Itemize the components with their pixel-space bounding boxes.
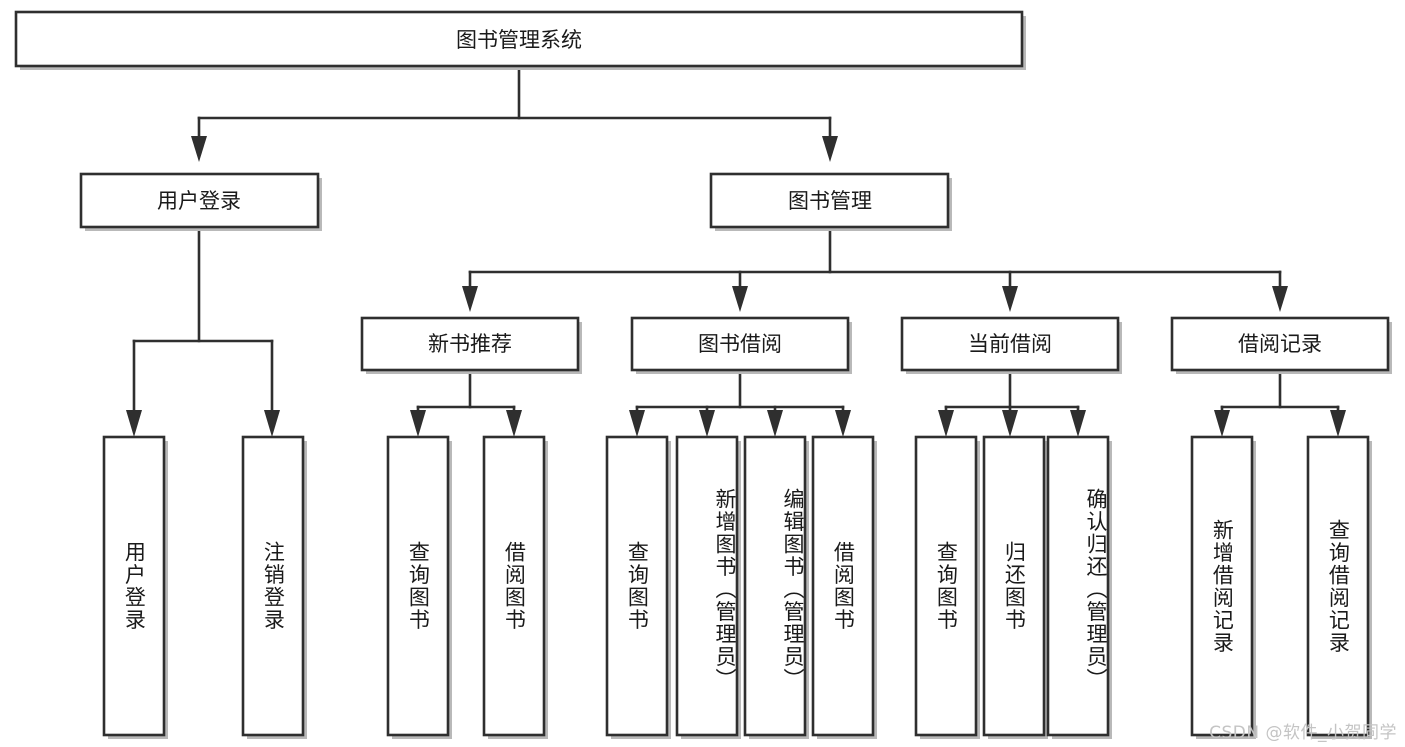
arrow-leaf-add-record bbox=[1214, 410, 1230, 437]
leaf-user-logout-box[interactable] bbox=[241, 435, 305, 737]
book-manage-box[interactable] bbox=[709, 172, 950, 229]
borrow-record-box[interactable] bbox=[1170, 316, 1390, 372]
arrow-leaf-edit-book bbox=[767, 410, 783, 437]
leaf-borrow-book-2-box[interactable] bbox=[811, 435, 875, 737]
node-user-login[interactable]: 用户登录 bbox=[79, 172, 322, 231]
book-borrow-box[interactable] bbox=[630, 316, 850, 372]
edges-userlogin-to-leaves bbox=[126, 229, 280, 437]
arrow-leaf-query-book-3 bbox=[938, 410, 954, 437]
arrow-leaf-user-login bbox=[126, 410, 142, 437]
arrow-leaf-query-book-2 bbox=[629, 410, 645, 437]
edges-bookmanage-to-level3 bbox=[462, 229, 1288, 312]
arrow-leaf-user-logout bbox=[264, 410, 280, 437]
root-label: 图书管理系统 bbox=[456, 28, 582, 52]
leaf-borrow-book-1-box[interactable] bbox=[482, 435, 546, 737]
arrow-leaf-borrow-book-2 bbox=[835, 410, 851, 437]
node-book-borrow[interactable]: 图书借阅 bbox=[630, 316, 852, 374]
user-login-box[interactable] bbox=[79, 172, 320, 229]
leaf-user-login-box[interactable] bbox=[102, 435, 166, 737]
current-borrow-label: 当前借阅 bbox=[968, 332, 1052, 356]
node-root[interactable]: 图书管理系统 bbox=[14, 10, 1026, 70]
arrow-leaf-return-book bbox=[1002, 410, 1018, 437]
arrow-book-borrow bbox=[732, 286, 748, 312]
new-book-recommend-label: 新书推荐 bbox=[428, 332, 512, 356]
arrow-leaf-add-book bbox=[699, 410, 715, 437]
edges-root-to-level2 bbox=[191, 64, 838, 162]
root-box[interactable] bbox=[14, 10, 1024, 68]
edges-bookborrow-to-leaves bbox=[629, 370, 851, 437]
csdn-watermark: CSDN @软件_小贺同学 bbox=[1209, 723, 1397, 743]
book-manage-label: 图书管理 bbox=[788, 189, 872, 213]
arrow-leaf-query-record bbox=[1330, 410, 1346, 437]
leaf-query-book-3-box[interactable] bbox=[914, 435, 978, 737]
node-current-borrow[interactable]: 当前借阅 bbox=[900, 316, 1122, 374]
node-new-book-recommend[interactable]: 新书推荐 bbox=[360, 316, 582, 374]
new-book-recommend-box[interactable] bbox=[360, 316, 580, 372]
leaf-add-book-box[interactable] bbox=[675, 435, 739, 737]
node-book-manage[interactable]: 图书管理 bbox=[709, 172, 952, 231]
arrow-new-book-recommend bbox=[462, 286, 478, 312]
arrow-current-borrow bbox=[1002, 286, 1018, 312]
leaf-edit-book-box[interactable] bbox=[743, 435, 807, 737]
user-login-label: 用户登录 bbox=[157, 189, 241, 213]
arrow-book-manage bbox=[822, 136, 838, 162]
leaf-add-record-box[interactable] bbox=[1190, 435, 1254, 737]
leaf-query-record-box[interactable] bbox=[1306, 435, 1370, 737]
leaf-confirm-return-box[interactable] bbox=[1046, 435, 1110, 737]
borrow-record-label: 借阅记录 bbox=[1238, 332, 1322, 356]
arrow-leaf-query-book-1 bbox=[410, 410, 426, 437]
arrow-leaf-borrow-book-1 bbox=[506, 410, 522, 437]
node-borrow-record[interactable]: 借阅记录 bbox=[1170, 316, 1392, 374]
arrow-user-login bbox=[191, 136, 207, 162]
edges-currentborrow-to-leaves bbox=[938, 370, 1086, 437]
leaf-return-book-box[interactable] bbox=[982, 435, 1046, 737]
edges-borrowrecord-to-leaves bbox=[1214, 370, 1346, 437]
leaf-query-book-2-box[interactable] bbox=[605, 435, 669, 737]
leaf-boxes bbox=[102, 435, 1372, 739]
edges-newbook-to-leaves bbox=[410, 370, 522, 437]
book-borrow-label: 图书借阅 bbox=[698, 332, 782, 356]
leaf-query-book-1-box[interactable] bbox=[386, 435, 450, 737]
arrow-borrow-record bbox=[1272, 286, 1288, 312]
current-borrow-box[interactable] bbox=[900, 316, 1120, 372]
arrow-leaf-confirm-return bbox=[1070, 410, 1086, 437]
